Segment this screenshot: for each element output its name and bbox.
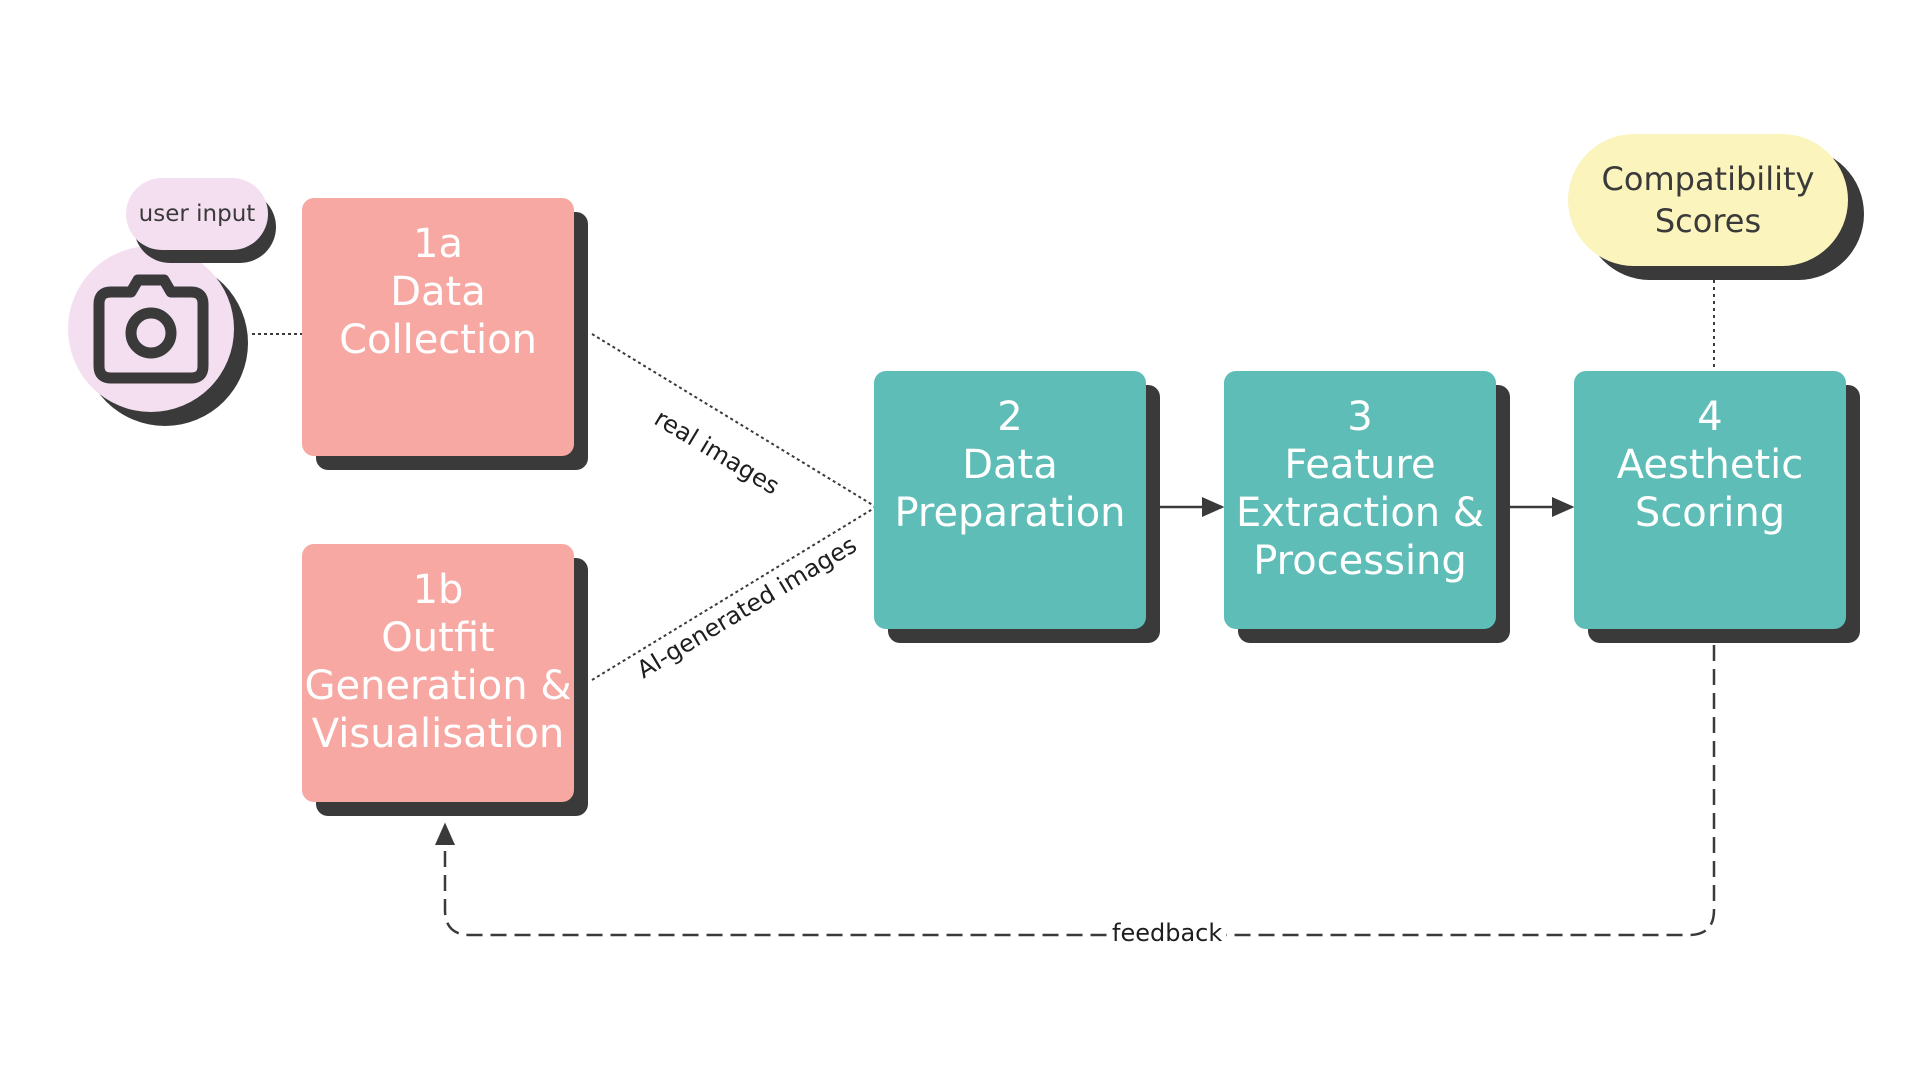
- data-preparation-title-1: Data: [962, 442, 1058, 488]
- outfit-generation-step: 1b: [412, 567, 464, 613]
- data-preparation-title-2: Preparation: [894, 490, 1126, 536]
- outfit-generation-box: 1b Outfit Generation & Visualisation: [302, 544, 574, 802]
- outfit-generation-title-1: Outfit: [381, 615, 495, 661]
- connector-real-images: [591, 333, 877, 508]
- data-collection-title-2: Collection: [339, 317, 537, 363]
- compatibility-scores-line-2: Scores: [1654, 202, 1762, 240]
- feature-extraction-box: 3 Feature Extraction & Processing: [1224, 371, 1496, 629]
- aesthetic-scoring-step: 4: [1697, 394, 1723, 440]
- compatibility-scores-line-1: Compatibility: [1601, 160, 1815, 198]
- feature-extraction-title-3: Processing: [1253, 538, 1467, 584]
- outfit-generation-title-3: Visualisation: [311, 711, 565, 757]
- camera-icon: [93, 274, 209, 384]
- data-collection-box: 1a Data Collection: [302, 198, 574, 456]
- aesthetic-scoring-title-2: Scoring: [1634, 490, 1786, 536]
- data-preparation-box: 2 Data Preparation: [874, 371, 1146, 629]
- user-input-label: user input: [138, 201, 256, 227]
- feedback-loop: [435, 645, 1716, 937]
- feature-extraction-title-1: Feature: [1284, 442, 1436, 488]
- aesthetic-scoring-box: 4 Aesthetic Scoring: [1574, 371, 1846, 629]
- feature-extraction-step: 3: [1347, 394, 1373, 440]
- aesthetic-scoring-title-1: Aesthetic: [1616, 442, 1804, 488]
- connector-ai-generated-images: [591, 506, 877, 681]
- user-input-pill: user input: [126, 178, 268, 250]
- outfit-generation-title-2: Generation &: [304, 663, 572, 709]
- feedback-label: feedback: [1108, 919, 1227, 947]
- compatibility-scores-pill: Compatibility Scores: [1568, 134, 1848, 266]
- data-preparation-step: 2: [997, 394, 1023, 440]
- feature-extraction-title-2: Extraction &: [1235, 490, 1485, 536]
- camera-circle: [68, 246, 234, 412]
- data-collection-step: 1a: [413, 221, 463, 267]
- data-collection-title-1: Data: [390, 269, 486, 315]
